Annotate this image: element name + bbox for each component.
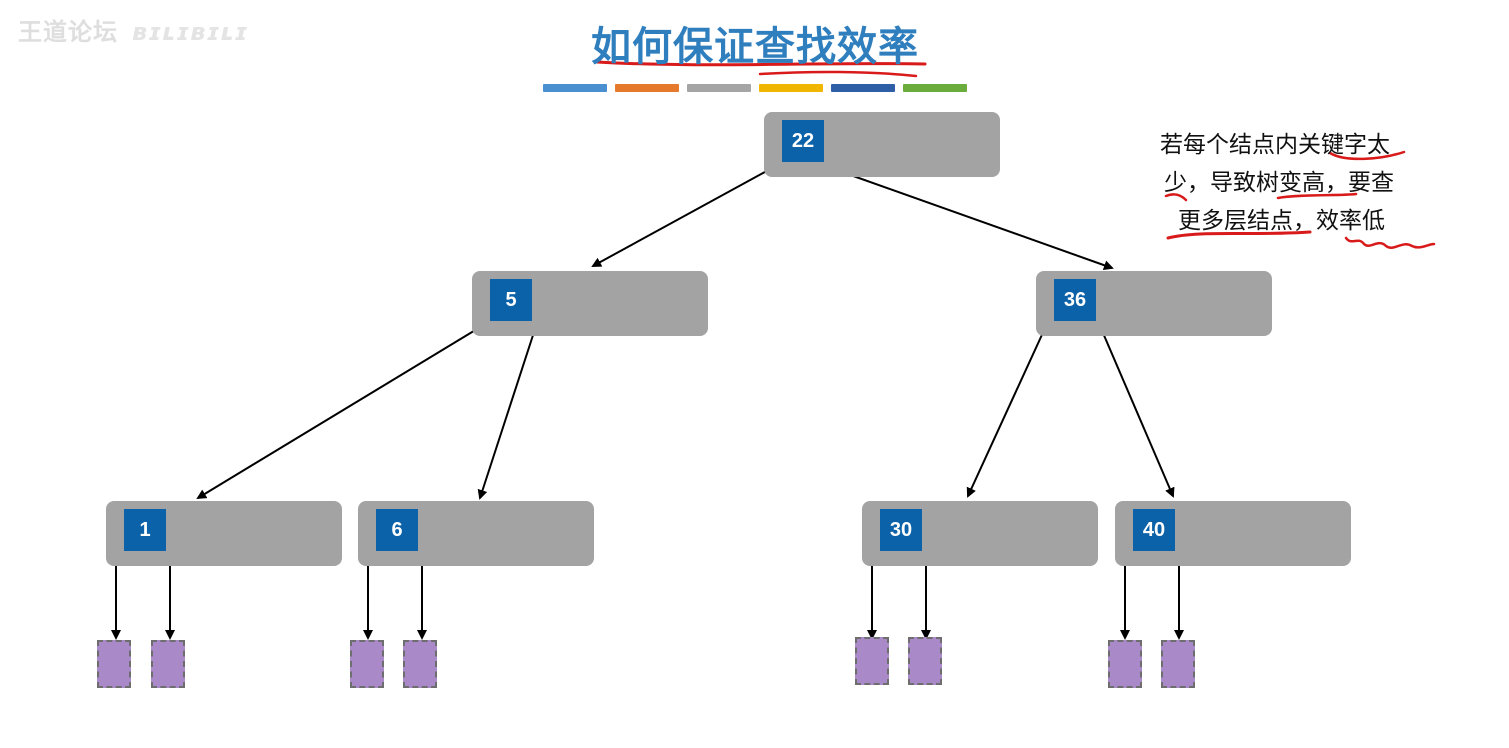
leaf-placeholder [350,640,384,688]
color-bar [687,84,751,92]
note-line: 更多层结点，效率低 [1178,208,1385,234]
note-mark-more-levels [1166,230,1312,240]
leaf-placeholder [908,637,942,685]
annotation-note: 若每个结点内关键字太 少，导致树变高，要查 更多层结点，效率低 [1160,126,1450,240]
key-box: 6 [376,509,418,551]
color-bar [615,84,679,92]
title-underline-2 [758,70,918,78]
note-mark-taller [1276,192,1358,200]
note-line: 若每个结点内关键字太 [1160,132,1390,158]
level1-node-left: 5 [472,271,708,336]
color-bar [759,84,823,92]
edge-root-to-right [827,166,1114,271]
key-box: 5 [490,279,532,321]
level2-node-1: 1 [106,501,342,566]
leaf-placeholder [855,637,889,685]
color-bar [543,84,607,92]
note-mark-few [1164,193,1188,202]
color-bar [903,84,967,92]
root-node: 22 [764,112,1000,177]
edge-5-to-6 [477,325,537,500]
watermark-text: 王道论坛 [18,18,118,46]
note-line: 少，导致树变高，要查 [1164,170,1394,196]
leaf-placeholder [403,640,437,688]
key-box: 36 [1054,279,1096,321]
key-box: 1 [124,509,166,551]
leaf-placeholder [97,640,131,688]
edge-36-to-30 [966,325,1047,498]
key-box: 40 [1133,509,1175,551]
note-mark-keyword [1328,150,1406,161]
leaf-placeholder [151,640,185,688]
title-underline [595,60,927,67]
note-mark-low-efficiency [1344,236,1436,249]
key-box: 22 [782,120,824,162]
tree-edges [111,166,1184,640]
edge-5-to-1 [196,325,483,500]
level2-node-3: 30 [862,501,1098,566]
page-title: 如何保证查找效率 [591,24,919,70]
leaf-placeholder [1161,640,1195,688]
level2-node-4: 40 [1115,501,1351,566]
key-box: 30 [880,509,922,551]
watermark: 王道论坛 ʙɪʟɪʙɪʟɪ [18,12,249,47]
level2-node-2: 6 [358,501,594,566]
leaf-placeholder [1108,640,1142,688]
bilibili-logo: ʙɪʟɪʙɪʟɪ [132,18,249,46]
edge-root-to-left [591,166,775,267]
edge-36-to-40 [1099,325,1175,498]
color-bar [831,84,895,92]
level1-node-right: 36 [1036,271,1272,336]
